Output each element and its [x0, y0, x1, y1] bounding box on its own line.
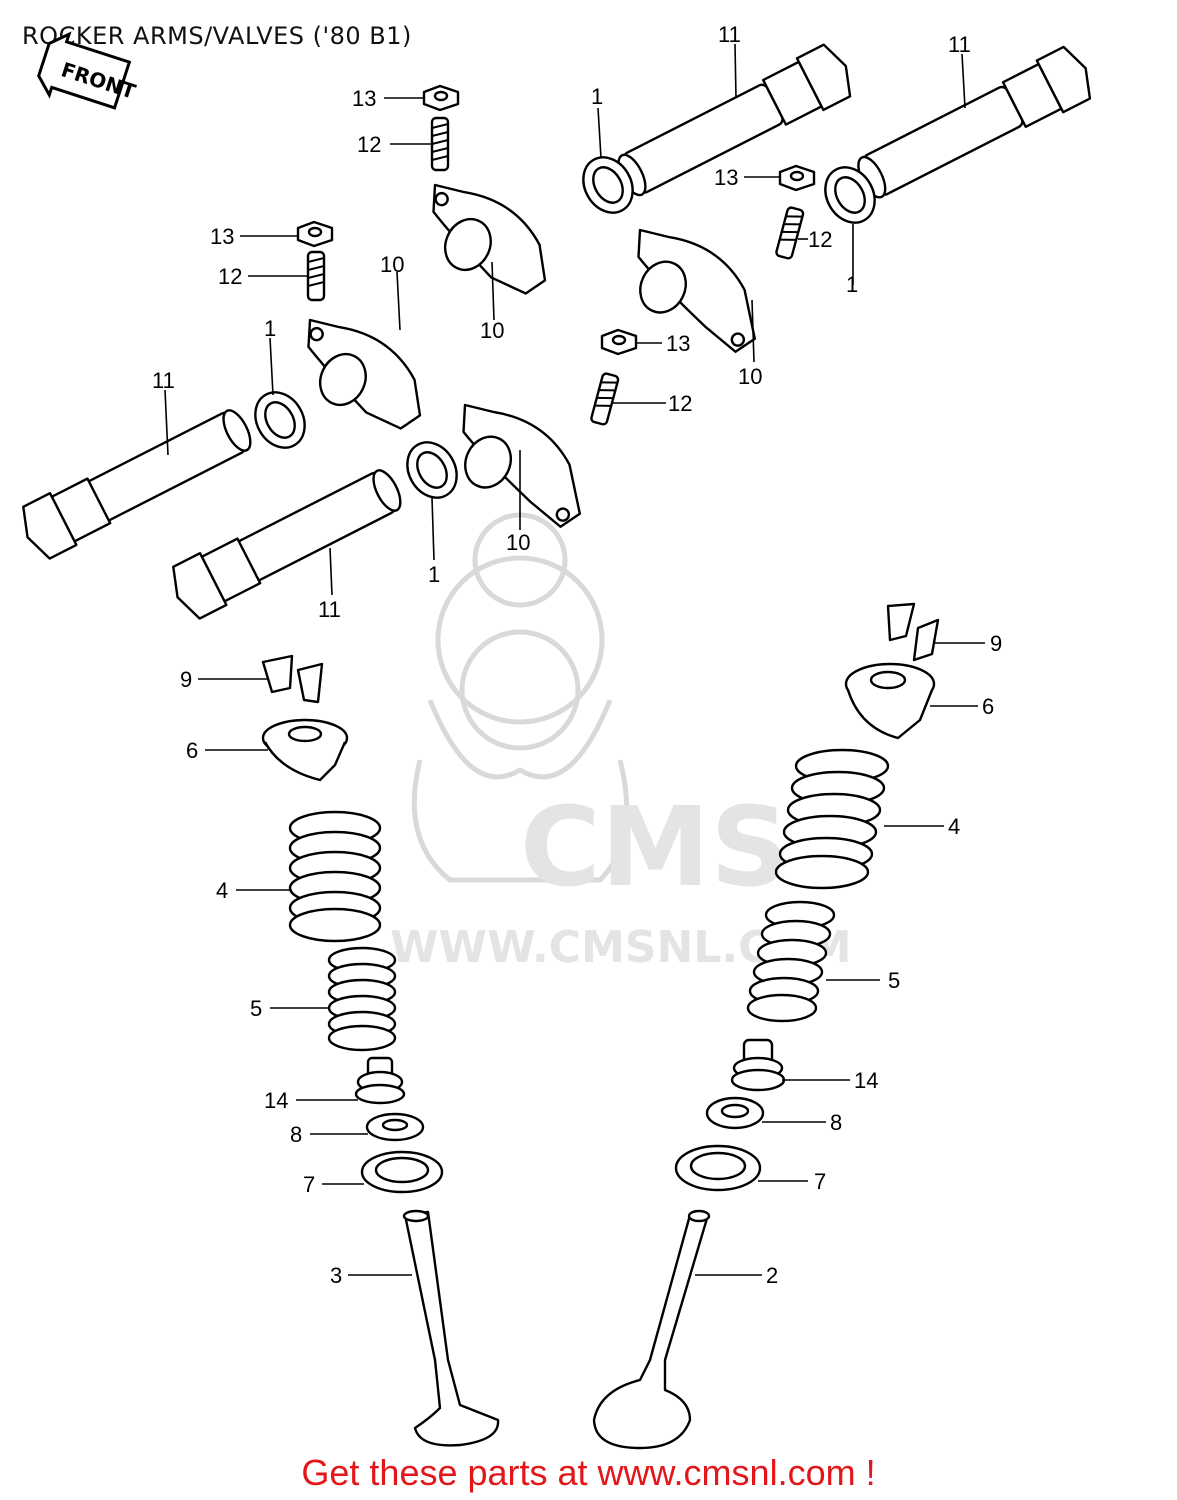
adjust-screw-b: [306, 250, 326, 302]
lock-nut-a: [422, 84, 460, 112]
callout-14: 14: [264, 1088, 288, 1113]
callout-1: 1: [846, 272, 858, 297]
callout-11: 11: [152, 368, 175, 393]
outer-spring-left: [288, 810, 382, 943]
callout-8: 8: [290, 1122, 302, 1147]
o-ring-1a: [582, 156, 634, 214]
callout-1: 1: [591, 84, 603, 109]
adjust-screw-c: [775, 206, 805, 260]
rocker-arm-2: [637, 228, 757, 353]
spring-seat-right: [705, 1096, 765, 1130]
leader-lines: [164, 43, 985, 1276]
lock-nut-d: [600, 328, 638, 356]
lock-nut-b: [296, 220, 334, 248]
o-ring-1b: [824, 166, 876, 224]
callout-11: 11: [948, 32, 971, 57]
callout-11: 11: [718, 22, 741, 47]
rocker-shaft-upper-2: [857, 45, 1092, 199]
callout-12: 12: [357, 132, 381, 157]
o-ring-1c: [254, 391, 306, 449]
callout-1: 1: [428, 562, 440, 587]
callout-6: 6: [982, 694, 994, 719]
callout-13: 13: [352, 86, 376, 111]
rocker-arm-1: [432, 183, 547, 295]
callout-7: 7: [303, 1172, 315, 1197]
callout-11: 11: [318, 597, 341, 622]
rocker-arm-3: [307, 318, 422, 430]
adjust-screw-a: [430, 116, 450, 172]
outer-spring-right: [774, 748, 890, 890]
get-parts-link[interactable]: Get these parts at www.cmsnl.com !: [301, 1452, 876, 1493]
rocker-shaft-upper-1: [617, 43, 852, 197]
collet-right: [886, 602, 940, 662]
spring-retainer-left: [261, 718, 349, 782]
callout-14: 14: [854, 1068, 878, 1093]
collet-left: [261, 654, 324, 704]
spring-seat-left: [365, 1112, 425, 1142]
callout-13: 13: [666, 331, 690, 356]
callout-9: 9: [990, 631, 1002, 656]
shim-left: [360, 1150, 444, 1194]
front-arrow: FRONT: [37, 31, 139, 110]
callout-5: 5: [250, 996, 262, 1021]
callout-13: 13: [210, 224, 234, 249]
callout-8: 8: [830, 1110, 842, 1135]
lock-nut-c: [778, 164, 816, 192]
callout-1: 1: [264, 316, 276, 341]
callout-12: 12: [668, 391, 692, 416]
o-ring-1d: [406, 441, 458, 499]
watermark-brand: CMS: [520, 783, 789, 911]
rocker-shaft-lower-1: [22, 409, 252, 560]
callout-5: 5: [888, 968, 900, 993]
inner-spring-left: [327, 946, 397, 1052]
callout-10: 10: [738, 364, 762, 389]
callout-12: 12: [218, 264, 242, 289]
callout-4: 4: [216, 878, 228, 903]
callout-2: 2: [766, 1263, 778, 1288]
shim-right: [674, 1144, 762, 1192]
callout-7: 7: [814, 1169, 826, 1194]
callout-4: 4: [948, 814, 960, 839]
callout-10: 10: [480, 318, 504, 343]
cms-watermark: CMS WWW.CMSNL.COM: [390, 512, 852, 973]
diagram-title: ROCKER ARMS/VALVES ('80 B1): [22, 22, 412, 50]
exhaust-valve-left: [402, 1209, 500, 1447]
callout-10: 10: [380, 252, 404, 277]
stem-seal-right: [730, 1038, 786, 1092]
rocker-arm-4: [462, 403, 582, 528]
callout-10: 10: [506, 530, 530, 555]
spring-retainer-right: [844, 662, 936, 740]
callout-9: 9: [180, 667, 192, 692]
callout-12: 12: [808, 227, 832, 252]
rocker-shaft-lower-2: [172, 469, 402, 620]
inner-spring-right: [746, 900, 836, 1023]
callout-6: 6: [186, 738, 198, 763]
callout-labels: 13 12 13 12 10 10 1 11 11 13 12 1 10 13 …: [152, 22, 1002, 1288]
callout-13: 13: [714, 165, 738, 190]
stem-seal-left: [354, 1056, 406, 1105]
callout-3: 3: [330, 1263, 342, 1288]
intake-valve-right: [592, 1209, 711, 1450]
adjust-screw-d: [590, 372, 620, 426]
